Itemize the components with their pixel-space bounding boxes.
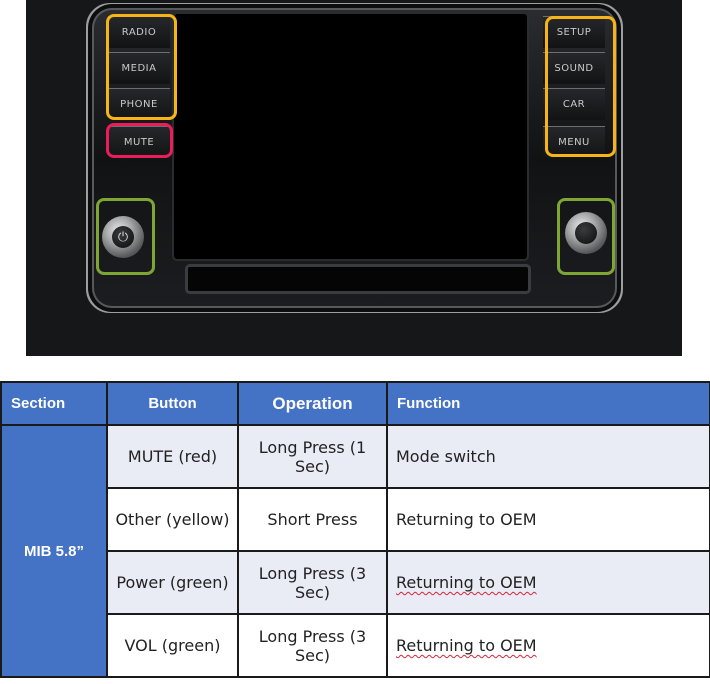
header-section: Section — [0, 381, 108, 426]
table-row: VOL (green) Long Press (3 Sec) Returning… — [1, 613, 710, 678]
car-hw-button: CAR — [543, 88, 605, 120]
button-cell: Other (yellow) — [106, 487, 239, 552]
radio-hw-button: RADIO — [108, 16, 170, 48]
operation-cell: Long Press (3 Sec) — [237, 550, 388, 615]
phone-hw-button: PHONE — [108, 88, 170, 120]
header-button: Button — [106, 381, 239, 426]
operation-cell: Long Press (3 Sec) — [237, 613, 388, 678]
power-icon: ⏻ — [117, 229, 129, 245]
function-text: Returning to OEM — [396, 573, 537, 592]
media-hw-button: MEDIA — [108, 52, 170, 84]
power-knob: ⏻ — [102, 216, 144, 258]
setup-hw-button: SETUP — [543, 16, 605, 48]
function-text: Returning to OEM — [396, 636, 537, 655]
header-operation: Operation — [237, 381, 388, 426]
button-cell: VOL (green) — [106, 613, 239, 678]
function-cell: Returning to OEM — [386, 613, 710, 678]
function-cell: Returning to OEM — [386, 550, 710, 615]
button-cell: MUTE (red) — [106, 424, 239, 489]
button-cell: Power (green) — [106, 550, 239, 615]
menu-hw-button: MENU — [543, 126, 605, 158]
operation-cell: Short Press — [237, 487, 388, 552]
function-cell: Returning to OEM — [386, 487, 710, 552]
cd-slot — [188, 267, 528, 291]
yellow-highlight-right — [545, 16, 616, 157]
head-unit-photo: RADIO MEDIA PHONE MUTE SETUP SOUND CAR M… — [26, 0, 682, 356]
mute-hw-button: MUTE — [108, 126, 170, 158]
table-row: Power (green) Long Press (3 Sec) Returni… — [1, 550, 710, 615]
table-row: MIB 5.8” MUTE (red) Long Press (1 Sec) M… — [0, 424, 710, 678]
red-highlight-mute — [106, 123, 173, 158]
sound-hw-button: SOUND — [543, 52, 605, 84]
right-button-panel: SETUP SOUND CAR MENU — [537, 12, 615, 162]
header-function: Function — [386, 381, 710, 426]
table-row: Other (yellow) Short Press Returning to … — [1, 487, 710, 552]
table-header-row: Section Button Operation Function — [0, 381, 710, 426]
green-highlight-volume — [557, 198, 615, 275]
unit-screen — [174, 14, 527, 259]
yellow-highlight-left — [106, 14, 177, 120]
left-button-panel: RADIO MEDIA PHONE MUTE — [102, 12, 180, 162]
section-cell: MIB 5.8” — [0, 424, 108, 678]
operation-cell: Long Press (1 Sec) — [237, 424, 388, 489]
green-highlight-power — [96, 198, 155, 275]
function-cell: Mode switch — [386, 424, 710, 489]
volume-knob — [565, 212, 607, 254]
button-function-table: Section Button Operation Function MIB 5.… — [0, 381, 710, 678]
unit-chrome-trim — [86, 3, 623, 313]
